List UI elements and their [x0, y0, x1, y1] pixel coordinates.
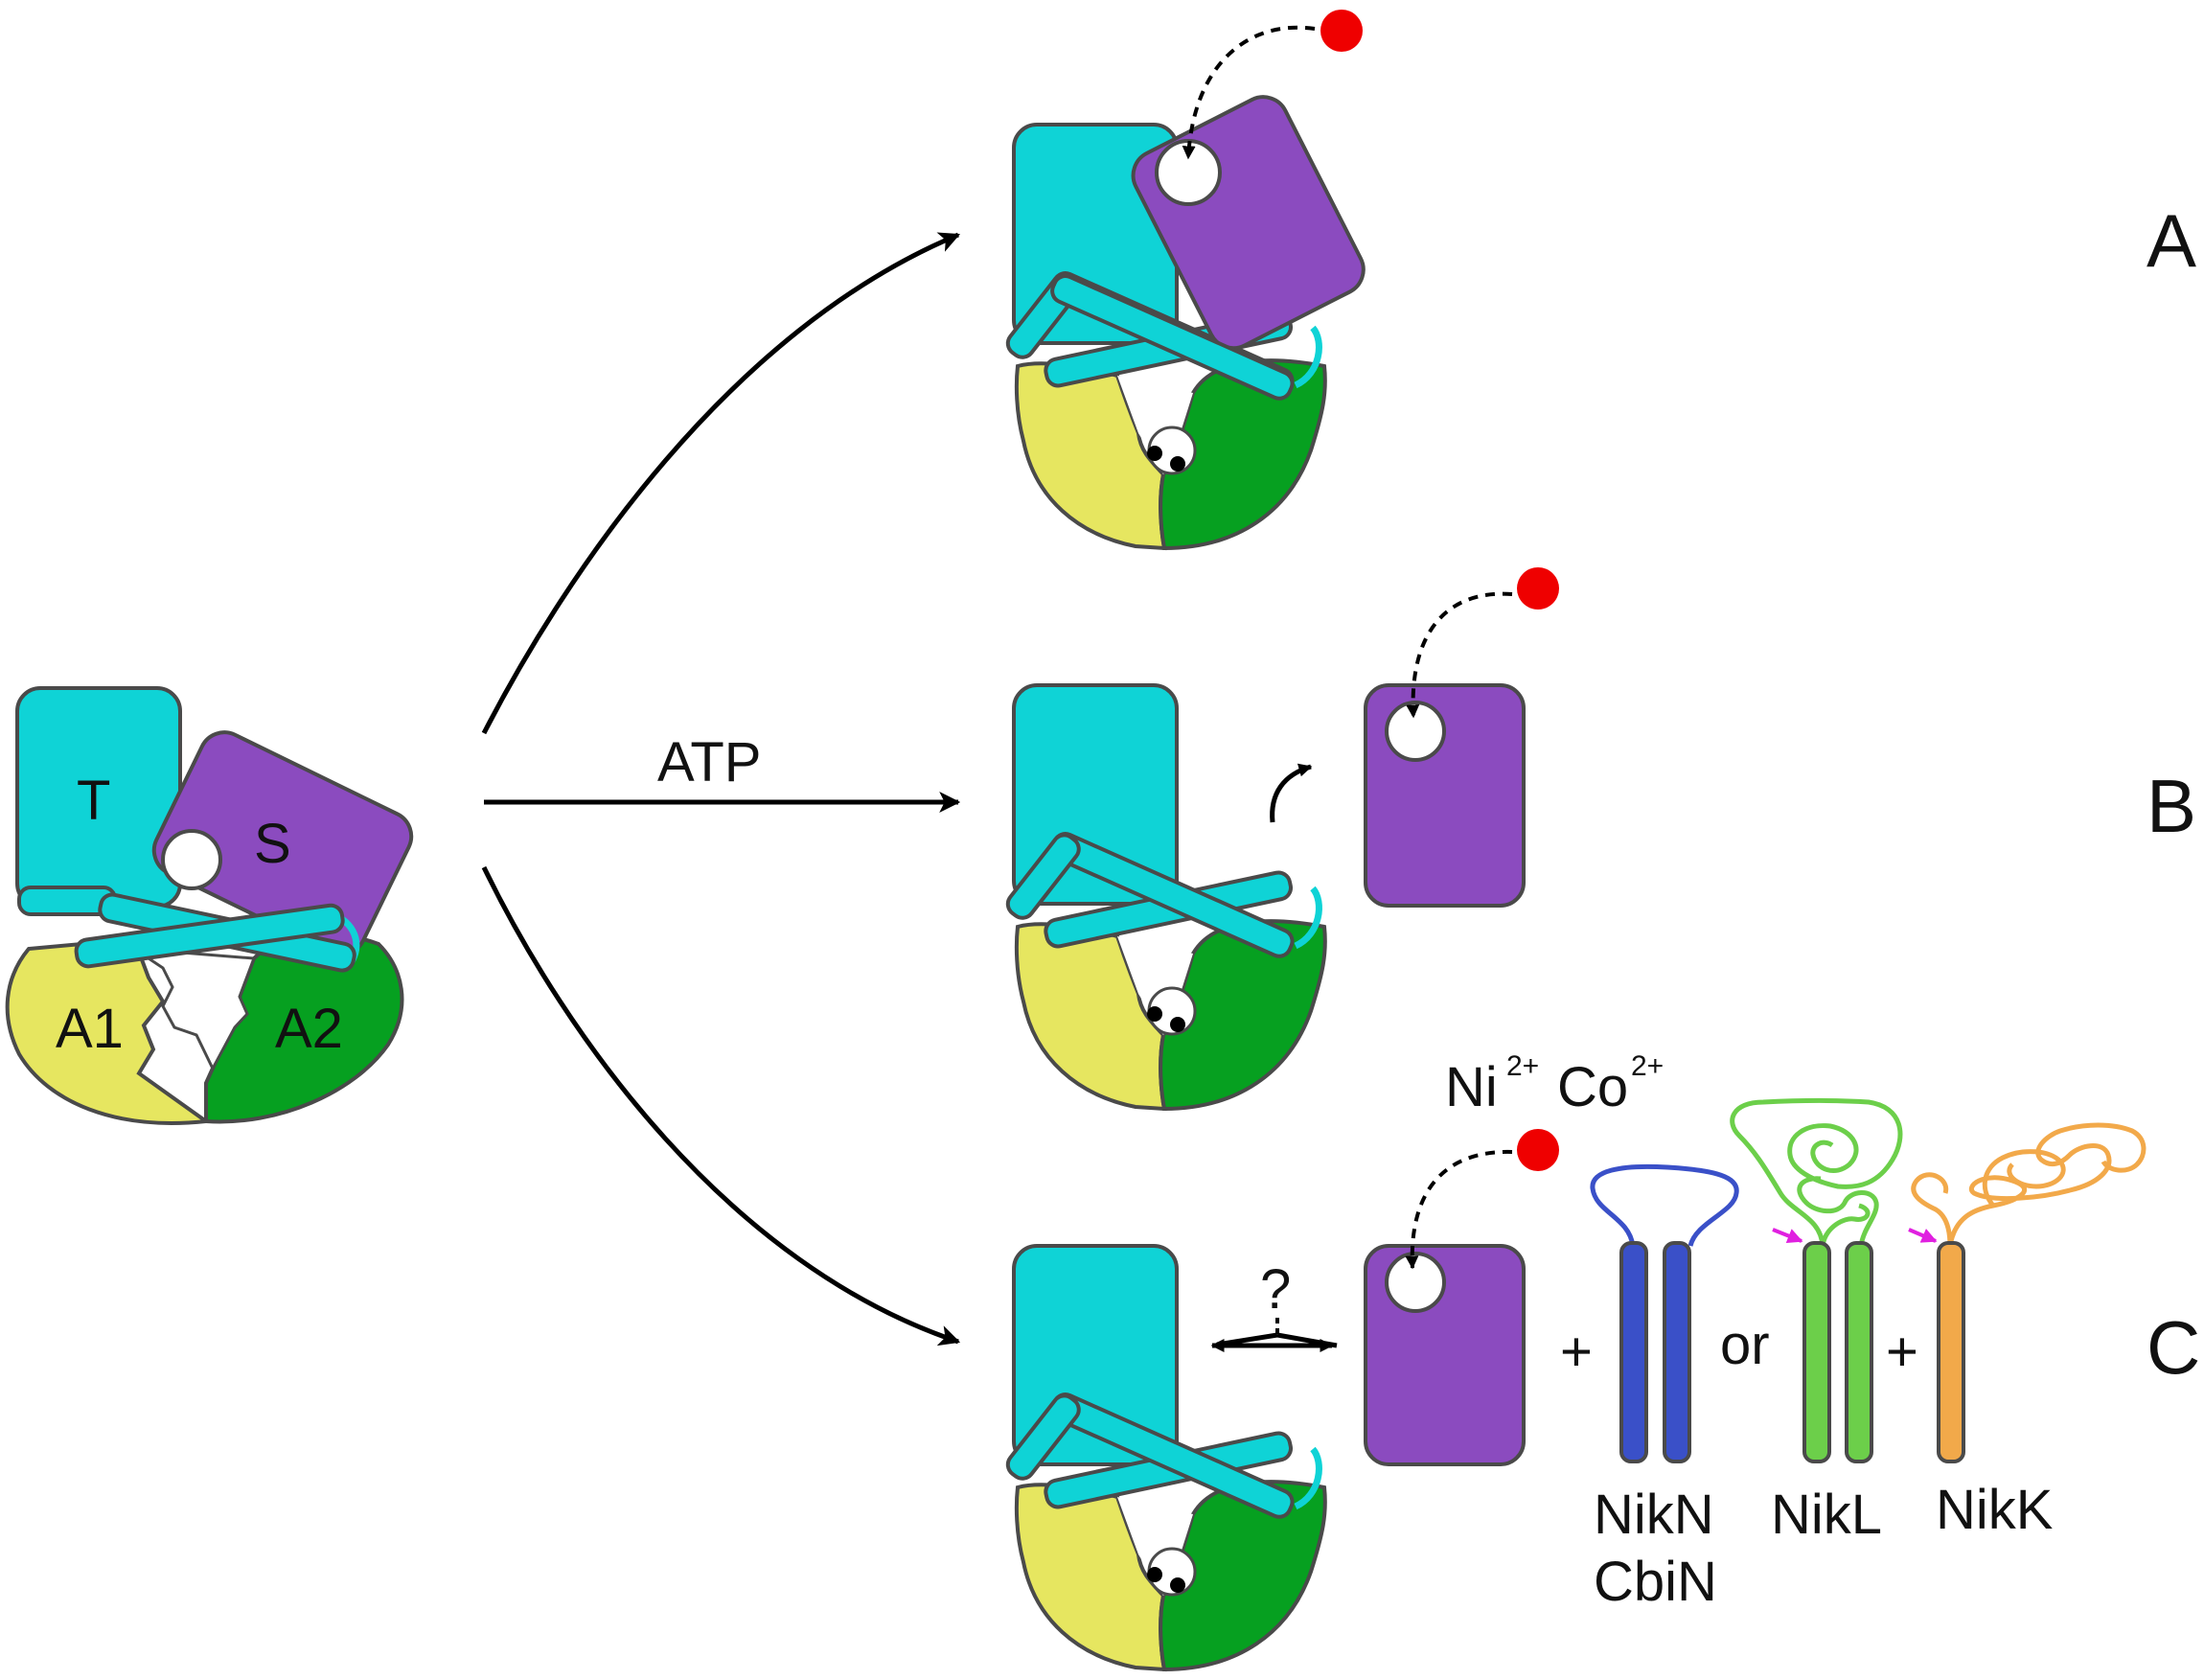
panel-b-binding-arrow: [1406, 591, 1513, 719]
nikk-protein: [1908, 1122, 2147, 1463]
arrow-to-c: [481, 865, 961, 1346]
ni-charge: 2+: [1506, 1050, 1539, 1082]
panel-b-release-arrow: [1270, 763, 1313, 823]
co-charge: 2+: [1631, 1050, 1664, 1082]
or-label: or: [1720, 1314, 1770, 1376]
cbin-label: CbiN: [1594, 1551, 1717, 1613]
panel-b-binding-site: [1385, 701, 1446, 762]
panel-b-metal-ion: [1517, 567, 1559, 610]
label-a1: A1: [56, 998, 124, 1060]
coupling-helix-3: [74, 903, 345, 969]
panel-a-complex: [1003, 10, 1366, 548]
plus-sign-1: +: [1560, 1321, 1593, 1383]
atp-label: ATP: [657, 731, 762, 794]
nikl-label: NikL: [1771, 1484, 1882, 1546]
label-a2: A2: [275, 998, 343, 1060]
panel-c-binding-site: [1385, 1252, 1446, 1313]
co-label: Co: [1557, 1056, 1628, 1118]
nikn-label: NikN: [1594, 1484, 1714, 1546]
label-t: T: [77, 770, 110, 832]
panel-b-label: B: [2147, 764, 2196, 848]
nikl-protein: [1730, 1098, 1903, 1463]
panel-c-metal-ion: [1517, 1129, 1559, 1171]
arrow-to-a: [481, 232, 961, 735]
panel-a-metal-ion: [1320, 10, 1363, 52]
panel-c-label: C: [2147, 1305, 2200, 1390]
resting-transporter: T S A1 A2: [5, 686, 414, 1125]
plus-sign-2: +: [1886, 1321, 1918, 1383]
a1-domain: [5, 936, 212, 1125]
substrate-binding-site: [161, 829, 222, 890]
panel-a-label: A: [2147, 198, 2196, 283]
panel-b-complex: [1003, 685, 1325, 1109]
nikk-label: NikK: [1936, 1479, 2054, 1541]
ni-label: Ni: [1445, 1056, 1498, 1118]
question-mark: ?: [1260, 1258, 1291, 1321]
nucleotide-binding-cleft: [128, 947, 257, 1072]
panel-a-binding-arrow: [1182, 25, 1316, 160]
panel-c-binding-arrow: [1405, 1149, 1513, 1270]
label-s: S: [254, 813, 291, 875]
nikn-cbin-protein: [1590, 1163, 1739, 1463]
s-component: [151, 730, 414, 956]
